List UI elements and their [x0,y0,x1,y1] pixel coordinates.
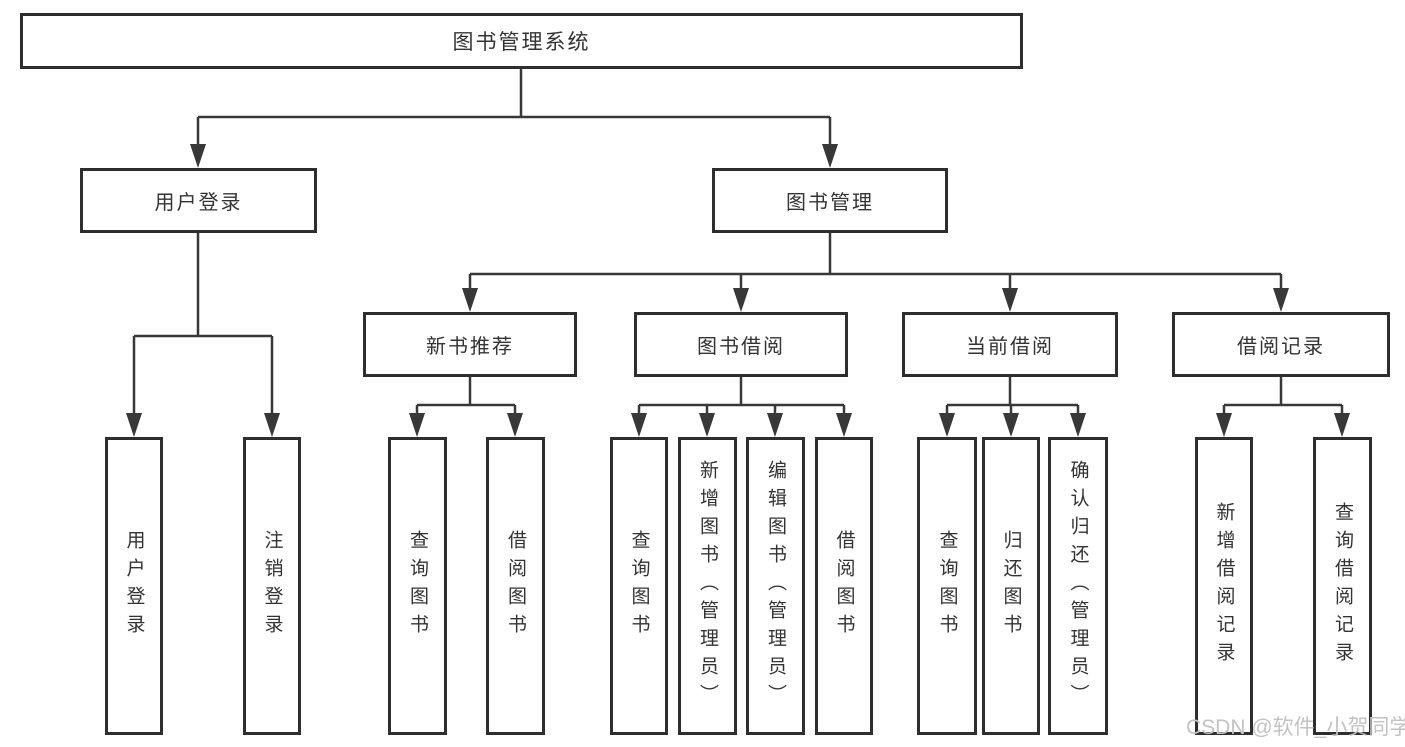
node-user-login: 用户登录 [80,168,317,233]
node-label: 编辑图书（管理员） [765,460,786,712]
node-label: 用户登录 [123,530,145,642]
node-label: 图书管理系统 [452,31,591,54]
node-label: 确认归还（管理员） [1067,460,1089,712]
connector-book-management-to-level3 [462,233,1289,312]
connector-root-to-level2 [190,69,838,168]
node-borrowing-records: 借阅记录 [1172,312,1390,377]
node-label: 查询图书 [936,530,958,642]
node-new-book-recommendation: 新书推荐 [363,312,577,377]
node-label: 用户登录 [154,192,243,214]
leaf-user-login: 用户登录 [105,437,163,735]
leaf-add-book-admin: 新增图书（管理员） [678,437,737,735]
node-book-borrowing: 图书借阅 [634,312,848,377]
node-label: 图书管理 [786,192,874,214]
leaf-query-books-borrowing: 查询图书 [610,437,668,735]
connector-new-book-recommendation-to-leaves [409,377,523,437]
leaf-borrow-books: 借阅图书 [815,437,873,735]
node-label: 新书推荐 [426,336,514,358]
node-library-management-system: 图书管理系统 [20,13,1023,69]
node-label: 新增图书（管理员） [697,460,718,712]
node-label: 图书借阅 [697,336,785,358]
node-label: 查询借阅记录 [1332,502,1353,670]
leaf-return-book: 归还图书 [982,437,1040,735]
leaf-query-books-recommend: 查询图书 [388,437,447,735]
leaf-query-books-current: 查询图书 [917,437,977,735]
connector-book-borrowing-to-leaves [631,377,852,437]
node-label: 查询图书 [407,530,428,642]
connector-borrowing-records-to-leaves [1216,377,1350,437]
connector-current-borrowing-to-leaves [939,377,1086,437]
node-label: 当前借阅 [966,336,1054,358]
leaf-borrow-books-recommend: 借阅图书 [486,437,545,735]
watermark: CSDN @软件_小贺同学 [1186,716,1405,739]
node-label: 借阅图书 [833,530,855,642]
leaf-query-borrow-record: 查询借阅记录 [1313,437,1372,735]
leaf-add-borrow-record: 新增借阅记录 [1195,437,1253,735]
node-label: 归还图书 [1000,530,1022,642]
leaf-confirm-return-admin: 确认归还（管理员） [1048,437,1108,735]
leaf-edit-book-admin: 编辑图书（管理员） [746,437,805,735]
node-label: 新增借阅记录 [1213,502,1235,670]
node-label: 借阅图书 [505,530,526,642]
node-book-management: 图书管理 [712,168,948,233]
leaf-logout: 注销登录 [243,437,301,735]
node-label: 注销登录 [261,530,283,642]
node-label: 借阅记录 [1237,336,1325,358]
node-label: 查询图书 [628,530,650,642]
connector-user-login-to-leaves [126,233,280,437]
node-current-borrowing: 当前借阅 [902,312,1118,377]
